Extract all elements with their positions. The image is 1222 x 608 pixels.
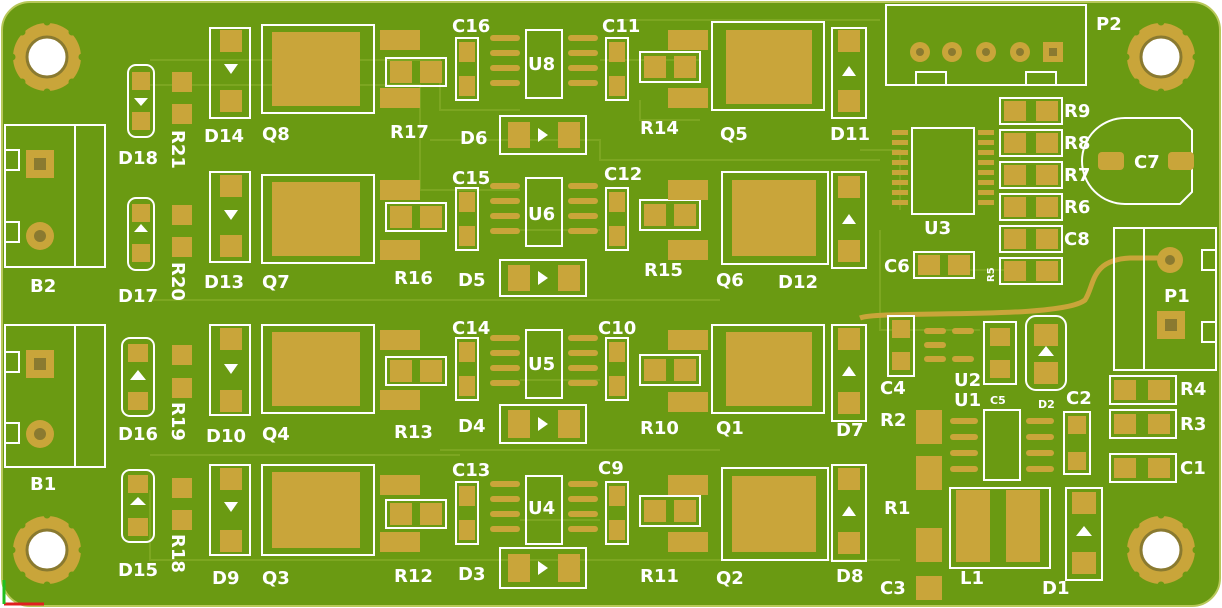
label-u5: U5 [528, 354, 555, 375]
label-b2: B2 [30, 276, 56, 297]
label-r1: R1 [884, 498, 910, 519]
label-d14: D14 [204, 126, 244, 147]
label-d6: D6 [460, 128, 487, 149]
label-q7: Q7 [262, 272, 290, 293]
resistor-stack-r5-r9 [999, 97, 1063, 285]
label-r5: R5 [986, 267, 997, 282]
label-u2: U2 [954, 370, 981, 391]
label-r2: R2 [880, 410, 906, 431]
label-r11: R11 [640, 566, 679, 587]
label-u8: U8 [528, 54, 555, 75]
label-d5: D5 [458, 270, 485, 291]
label-c11: C11 [602, 16, 640, 37]
label-d16: D16 [118, 424, 158, 445]
label-c7: C7 [1134, 152, 1160, 173]
label-c12: C12 [604, 164, 642, 185]
label-r13: R13 [394, 422, 433, 443]
label-d8: D8 [836, 566, 863, 587]
label-b1: B1 [30, 474, 56, 495]
label-p2: P2 [1096, 14, 1122, 35]
label-q6: Q6 [716, 270, 744, 291]
label-u4: U4 [528, 498, 555, 519]
label-r16: R16 [394, 268, 433, 289]
label-q4: Q4 [262, 424, 290, 445]
label-d15: D15 [118, 560, 158, 581]
label-l1: L1 [960, 568, 984, 589]
ic-u3 [892, 127, 994, 215]
label-r15: R15 [644, 260, 683, 281]
channel-row-1 [127, 21, 867, 155]
label-c16: C16 [452, 16, 490, 37]
channel-row-2 [127, 171, 867, 297]
label-d13: D13 [204, 272, 244, 293]
label-r6: R6 [1064, 197, 1090, 218]
label-c1: C1 [1180, 458, 1206, 479]
label-c6: C6 [884, 256, 910, 277]
label-u3: U3 [924, 218, 951, 239]
label-c14: C14 [452, 318, 490, 339]
label-r3: R3 [1180, 414, 1206, 435]
power-trace [859, 255, 1170, 321]
label-p1: P1 [1164, 286, 1190, 307]
channel-row-4 [121, 464, 867, 589]
connector-p2 [885, 4, 1087, 86]
label-c2: C2 [1066, 388, 1092, 409]
label-r12: R12 [394, 566, 433, 587]
label-u6: U6 [528, 204, 555, 225]
connector-b2 [4, 124, 106, 268]
label-r4: R4 [1180, 379, 1206, 400]
label-c10: C10 [598, 318, 636, 339]
label-d11: D11 [830, 124, 870, 145]
connector-b1 [4, 324, 106, 468]
capacitor-c6 [913, 251, 975, 279]
origin-marker [2, 580, 44, 606]
label-c5: C5 [990, 394, 1006, 407]
label-u1: U1 [954, 390, 981, 411]
mounting-holes [8, 18, 1200, 589]
label-d9: D9 [212, 568, 239, 589]
label-r14: R14 [640, 118, 679, 139]
label-c9: C9 [598, 458, 624, 479]
silkscreen-labels: P2 P1 B2 B1 C16 C11 C15 C12 C14 C10 C13 … [30, 14, 1206, 599]
label-q2: Q2 [716, 568, 744, 589]
label-r10: R10 [640, 418, 679, 439]
capacitor-c7 [1081, 117, 1194, 205]
label-d3: D3 [458, 564, 485, 585]
label-d1: D1 [1042, 578, 1069, 599]
label-r21: R21 [167, 130, 188, 169]
channel-row-3 [121, 324, 867, 444]
label-r18: R18 [167, 534, 188, 573]
label-c8: C8 [1064, 229, 1090, 250]
label-d2: D2 [1038, 398, 1055, 411]
label-q3: Q3 [262, 568, 290, 589]
label-r7: R7 [1064, 165, 1090, 186]
label-q8: Q8 [262, 124, 290, 145]
label-r17: R17 [390, 122, 429, 143]
label-r20: R20 [167, 262, 188, 301]
label-d12: D12 [778, 272, 818, 293]
connector-p1 [1113, 227, 1217, 371]
label-q5: Q5 [720, 124, 748, 145]
regulator-section [887, 315, 1177, 600]
label-c4: C4 [880, 378, 906, 399]
label-d10: D10 [206, 426, 246, 447]
label-q1: Q1 [716, 418, 744, 439]
label-d4: D4 [458, 416, 485, 437]
label-r9: R9 [1064, 101, 1090, 122]
label-d17: D17 [118, 286, 158, 307]
label-c3: C3 [880, 578, 906, 599]
label-r19: R19 [167, 402, 188, 441]
label-c13: C13 [452, 460, 490, 481]
label-c15: C15 [452, 168, 490, 189]
label-r8: R8 [1064, 133, 1090, 154]
label-d18: D18 [118, 148, 158, 169]
label-d7: D7 [836, 420, 863, 441]
